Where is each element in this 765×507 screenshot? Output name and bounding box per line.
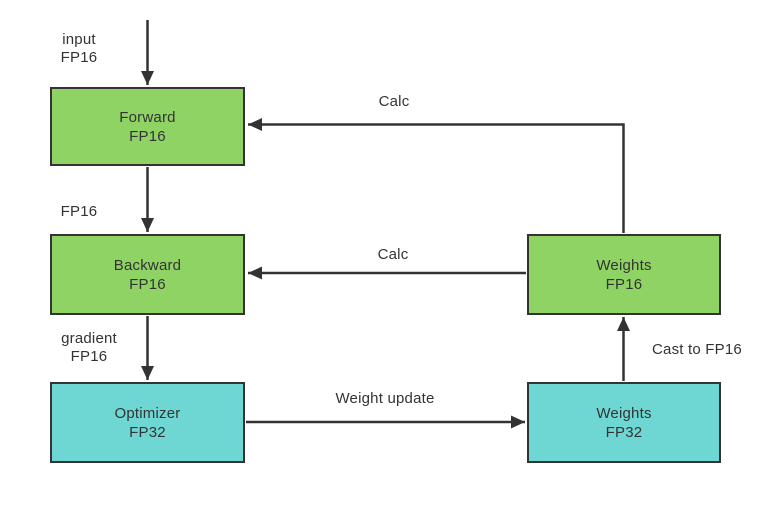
node-title: Backward — [113, 256, 182, 274]
edge-label-weight-update: Weight update — [335, 390, 435, 407]
node-precision: FP16 — [129, 275, 166, 293]
edge-label-calc-backward: Calc — [377, 246, 409, 263]
edge-weights-fp16-to-forward — [248, 118, 625, 233]
edge-label-calc-forward: Calc — [378, 93, 410, 110]
node-title: Optimizer — [114, 404, 181, 422]
node-precision: FP32 — [129, 423, 166, 441]
node-title: Forward — [119, 108, 176, 126]
node-title: Weights — [596, 404, 652, 422]
node-backward-fp16: Backward FP16 — [50, 234, 245, 315]
node-optimizer-fp32: Optimizer FP32 — [50, 382, 245, 463]
edge-label-gradient: gradient FP16 — [61, 330, 117, 365]
node-forward-fp16: Forward FP16 — [50, 87, 245, 166]
node-title: Weights — [596, 256, 652, 274]
edge-label-backward-input: FP16 — [60, 203, 98, 220]
node-weights-fp16: Weights FP16 — [527, 234, 721, 315]
node-precision: FP16 — [605, 275, 643, 293]
node-precision: FP32 — [605, 423, 643, 441]
edge-label-input: input FP16 — [60, 31, 98, 66]
node-weights-fp32: Weights FP32 — [527, 382, 721, 463]
edge-label-cast-to-fp16: Cast to FP16 — [652, 341, 742, 358]
node-precision: FP16 — [129, 127, 166, 145]
